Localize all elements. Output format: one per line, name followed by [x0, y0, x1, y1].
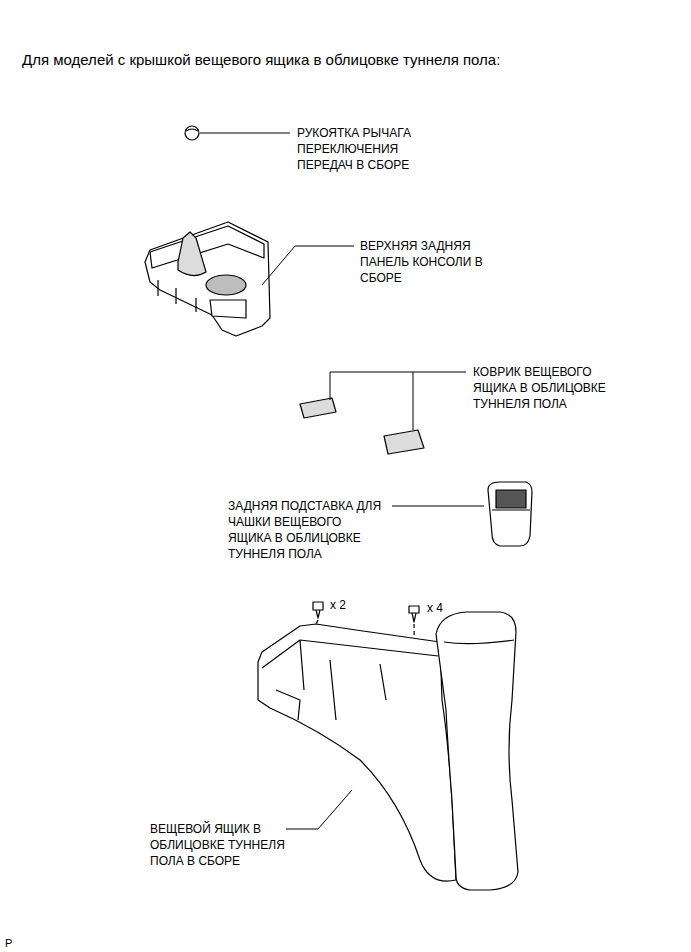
- console-panel: [145, 222, 270, 336]
- part-name: ЗАДНЯЯ ПОДСТАВКА ДЛЯ ЧАШКИ ВЕЩЕВОГО ЯЩИК…: [228, 498, 388, 562]
- shift-knob-detail: [186, 129, 198, 131]
- leader-line: [262, 246, 354, 285]
- page-title: Для моделей с крышкой вещевого ящика в о…: [22, 52, 500, 68]
- quantity-label: x 4: [427, 600, 443, 616]
- part-name: ВЕРХНЯЯ ЗАДНЯЯ ПАНЕЛЬ КОНСОЛИ В СБОРЕ: [360, 238, 500, 286]
- box-mat: [384, 430, 424, 454]
- cup-holder: [488, 482, 532, 546]
- part-name: РУКОЯТКА РЫЧАГА ПЕРЕКЛЮЧЕНИЯ ПЕРЕДАЧ В С…: [297, 125, 437, 173]
- leader-line: [200, 133, 290, 134]
- quantity-label: x 2: [330, 597, 346, 613]
- part-name: КОВРИК ВЕЩЕВОГО ЯЩИКА В ОБЛИЦОВКЕ ТУННЕЛ…: [473, 364, 633, 412]
- leader-line: [330, 372, 466, 430]
- shift-knob: [185, 126, 199, 140]
- leader-line: [392, 506, 484, 507]
- figure-code: P: [5, 935, 12, 951]
- box-mat: [300, 398, 336, 418]
- part-name: ВЕЩЕВОЙ ЯЩИК В ОБЛИЦОВКЕ ТУННЕЛЯ ПОЛА В …: [150, 821, 300, 869]
- leader-line: [286, 790, 352, 829]
- console-box: [258, 612, 518, 890]
